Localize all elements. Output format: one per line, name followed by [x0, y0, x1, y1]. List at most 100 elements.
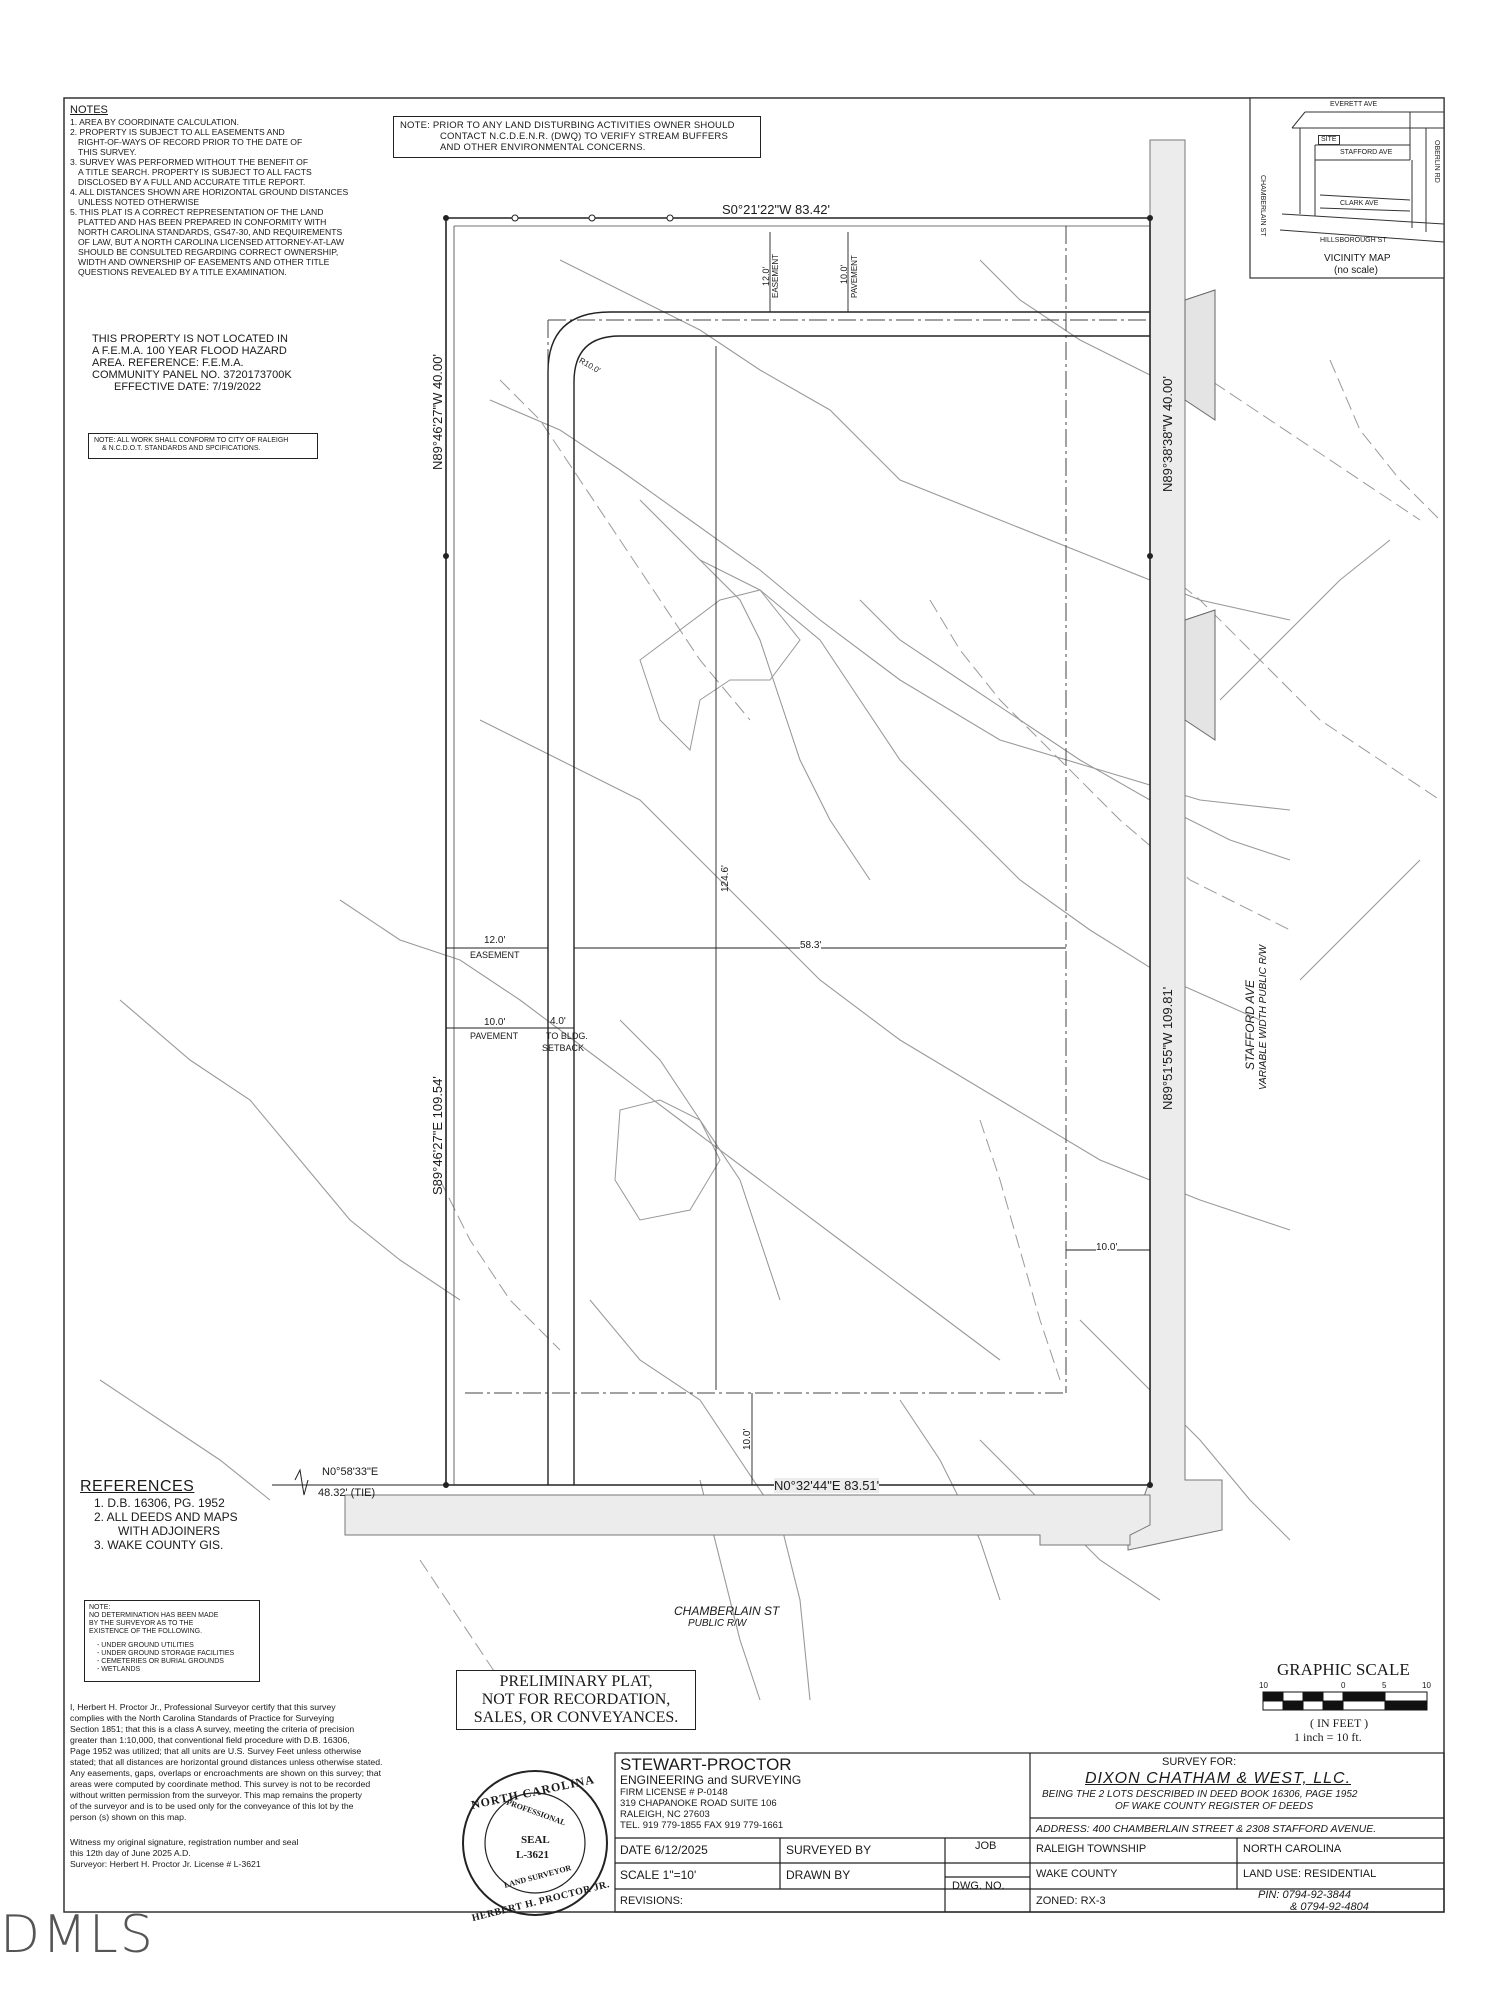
flood-line: A F.E.M.A. 100 YEAR FLOOD HAZARD	[92, 345, 287, 357]
preliminary-line: PRELIMINARY PLAT,	[499, 1673, 653, 1690]
witness-line: this 12th day of June 2025 A.D.	[70, 1848, 191, 1858]
label-setback-dist: 4.0'	[550, 1016, 566, 1027]
reference-item: 3. WAKE COUNTY GIS.	[94, 1538, 224, 1552]
flood-line: EFFECTIVE DATE: 7/19/2022	[114, 381, 262, 393]
survey-description: OF WAKE COUNTY REGISTER OF DEEDS	[1115, 1801, 1314, 1812]
label-setback: TO BLDG.	[546, 1031, 588, 1041]
bearing-left-upper: N89°46'27"W 40.00'	[430, 354, 445, 470]
label-bottom-setback: 10.0'	[742, 1428, 753, 1450]
note-line: UNLESS NOTED OTHERWISE	[78, 197, 200, 207]
firm-sub: ENGINEERING and SURVEYING	[620, 1773, 802, 1787]
cert-line: Page 1952 was utilized; that all units a…	[70, 1746, 362, 1756]
seal-number: L-3621	[516, 1849, 549, 1861]
survey-address: ADDRESS: 400 CHAMBERLAIN STREET & 2308 S…	[1036, 1823, 1377, 1835]
preliminary-plat-stamp: PRELIMINARY PLAT, NOT FOR RECORDATION, S…	[456, 1670, 696, 1730]
standards-note: NOTE: ALL WORK SHALL CONFORM TO CITY OF …	[88, 433, 318, 459]
vicinity-site: SITE	[1318, 135, 1340, 145]
bearing-tie: N0°58'33"E	[322, 1466, 379, 1478]
bearing-tie-distance: 48.32' (TIE)	[318, 1487, 376, 1499]
note-line: QUESTIONS REVEALED BY A TITLE EXAMINATIO…	[78, 267, 287, 277]
reference-item: 1. D.B. 16306, PG. 1952	[94, 1496, 225, 1510]
contour-ridge	[639, 589, 801, 752]
note-line: 5. THIS PLAT IS A CORRECT REPRESENTATION…	[70, 207, 324, 217]
bearing-right-lower: N89°51'55"W 109.81'	[1160, 986, 1175, 1110]
tb-pin: & 0794-92-4804	[1290, 1901, 1369, 1913]
label-easement-left: EASEMENT	[470, 950, 520, 960]
determination-line: EXISTENCE OF THE FOLLOWING.	[89, 1628, 203, 1635]
tb-dwg-no: DWG. NO.	[952, 1880, 1005, 1892]
firm-block: STEWART-PROCTOR ENGINEERING and SURVEYIN…	[620, 1755, 1025, 1832]
chamberlain-row-band	[344, 1494, 1151, 1546]
label-stafford-row: VARIABLE WIDTH PUBLIC R/W	[1258, 944, 1269, 1090]
easement-pavement	[547, 311, 1150, 1485]
scale-tick: 10	[1259, 1681, 1268, 1690]
graphic-scale-bar	[1262, 1691, 1428, 1711]
label-right-setback: 10.0'	[1096, 1242, 1118, 1253]
flood-line: AREA. REFERENCE: F.E.M.A.	[92, 357, 244, 369]
label-depth: 124.6'	[720, 865, 731, 892]
label-setback: SETBACK	[542, 1043, 585, 1053]
vicinity-chamberlain: CHAMBERLAIN ST	[1259, 175, 1266, 237]
firm-name: STEWART-PROCTOR	[620, 1755, 792, 1774]
tb-surveyed-by: SURVEYED BY	[786, 1843, 872, 1857]
note-line: PLATTED AND HAS BEEN PREPARED IN CONFORM…	[78, 217, 327, 227]
note-line: 4. ALL DISTANCES SHOWN ARE HORIZONTAL GR…	[70, 187, 349, 197]
stream-note-line: NOTE: PRIOR TO ANY LAND DISTURBING ACTIV…	[400, 120, 735, 131]
cert-line: complies with the North Carolina Standar…	[70, 1713, 335, 1723]
preliminary-line: NOT FOR RECORDATION,	[481, 1691, 671, 1708]
note-line: A TITLE SEARCH. PROPERTY IS SUBJECT TO A…	[78, 167, 312, 177]
tb-township: RALEIGH TOWNSHIP	[1036, 1843, 1147, 1855]
dimension-lines	[446, 232, 1150, 1485]
tb-date: DATE 6/12/2025	[620, 1843, 708, 1857]
firm-city: RALEIGH, NC 27603	[620, 1809, 710, 1820]
firm-license: FIRM LICENSE # P-0148	[620, 1787, 728, 1798]
tb-land-use: LAND USE: RESIDENTIAL	[1243, 1868, 1377, 1880]
vicinity-roads	[1279, 111, 1445, 243]
note-line: SHOULD BE CONSULTED REGARDING CORRECT OW…	[78, 247, 339, 257]
survey-client: DIXON CHATHAM & WEST, LLC.	[1085, 1770, 1352, 1787]
label-pavement-left-dist: 10.0'	[484, 1017, 506, 1028]
cert-line: without written permission from the surv…	[70, 1790, 362, 1800]
firm-address: 319 CHAPANOKE ROAD SUITE 106	[620, 1798, 777, 1809]
standards-line: & N.C.D.O.T. STANDARDS AND SPCIFICATIONS…	[102, 445, 261, 452]
determination-line: - UNDER GROUND UTILITIES	[97, 1642, 194, 1649]
cert-line: of the surveyor and is to be used only f…	[70, 1801, 354, 1811]
determination-note: NOTE: NO DETERMINATION HAS BEEN MADE BY …	[84, 1600, 260, 1682]
note-line: NORTH CAROLINA STANDARDS, GS47-30, AND R…	[78, 227, 343, 237]
tb-zoned: ZONED: RX-3	[1036, 1895, 1106, 1907]
tb-scale: SCALE 1"=10'	[620, 1868, 697, 1882]
determination-line: NOTE:	[89, 1604, 111, 1611]
dashed-contours	[419, 359, 1441, 1731]
standards-line: NOTE: ALL WORK SHALL CONFORM TO CITY OF …	[94, 437, 289, 444]
determination-line: - UNDER GROUND STORAGE FACILITIES	[97, 1650, 235, 1657]
tb-job: JOB	[975, 1840, 997, 1852]
vicinity-everett: EVERETT AVE	[1330, 101, 1378, 108]
label-pavement-left: PAVEMENT	[470, 1031, 519, 1041]
seal-label: SEAL	[521, 1834, 550, 1846]
setback-lines	[465, 226, 1150, 1485]
vicinity-clark: CLARK AVE	[1340, 200, 1379, 207]
bearing-top: S0°21'22"W 83.42'	[722, 202, 831, 217]
general-notes: NOTES 1. AREA BY COORDINATE CALCULATION.…	[70, 105, 390, 278]
stream-buffer-note: NOTE: PRIOR TO ANY LAND DISTURBING ACTIV…	[393, 116, 761, 158]
surveyor-line: Surveyor: Herbert H. Proctor Jr. License…	[70, 1859, 261, 1869]
flood-line: COMMUNITY PANEL NO. 3720173700K	[92, 369, 292, 381]
label-chamberlain-st: CHAMBERLAIN ST	[674, 1604, 780, 1618]
scale-tick: 5	[1382, 1681, 1387, 1690]
tb-pin: PIN: 0794-92-3844	[1258, 1889, 1351, 1901]
vicinity-oberlin: OBERLIN RD	[1433, 140, 1440, 183]
witness-line: Witness my original signature, registrat…	[70, 1837, 299, 1847]
preliminary-line: SALES, OR CONVEYANCES.	[473, 1709, 679, 1726]
scale-tick: 0	[1341, 1681, 1346, 1690]
tb-drawn-by: DRAWN BY	[786, 1868, 851, 1882]
determination-line: - CEMETERIES OR BURIAL GROUNDS	[97, 1658, 224, 1665]
determination-line: NO DETERMINATION HAS BEEN MADE	[89, 1612, 219, 1619]
cert-line: I, Herbert H. Proctor Jr., Professional …	[70, 1702, 336, 1712]
note-line: DISCLOSED BY A FULL AND ACCURATE TITLE R…	[78, 177, 306, 187]
surveyor-seal-graphic	[462, 1770, 608, 1916]
flood-line: THIS PROPERTY IS NOT LOCATED IN	[92, 333, 289, 345]
stream-note-line: CONTACT N.C.D.E.N.R. (DWQ) TO VERIFY STR…	[440, 131, 729, 142]
tb-state: NORTH CAROLINA	[1243, 1843, 1342, 1855]
label-chamberlain-row: PUBLIC R/W	[688, 1618, 747, 1629]
